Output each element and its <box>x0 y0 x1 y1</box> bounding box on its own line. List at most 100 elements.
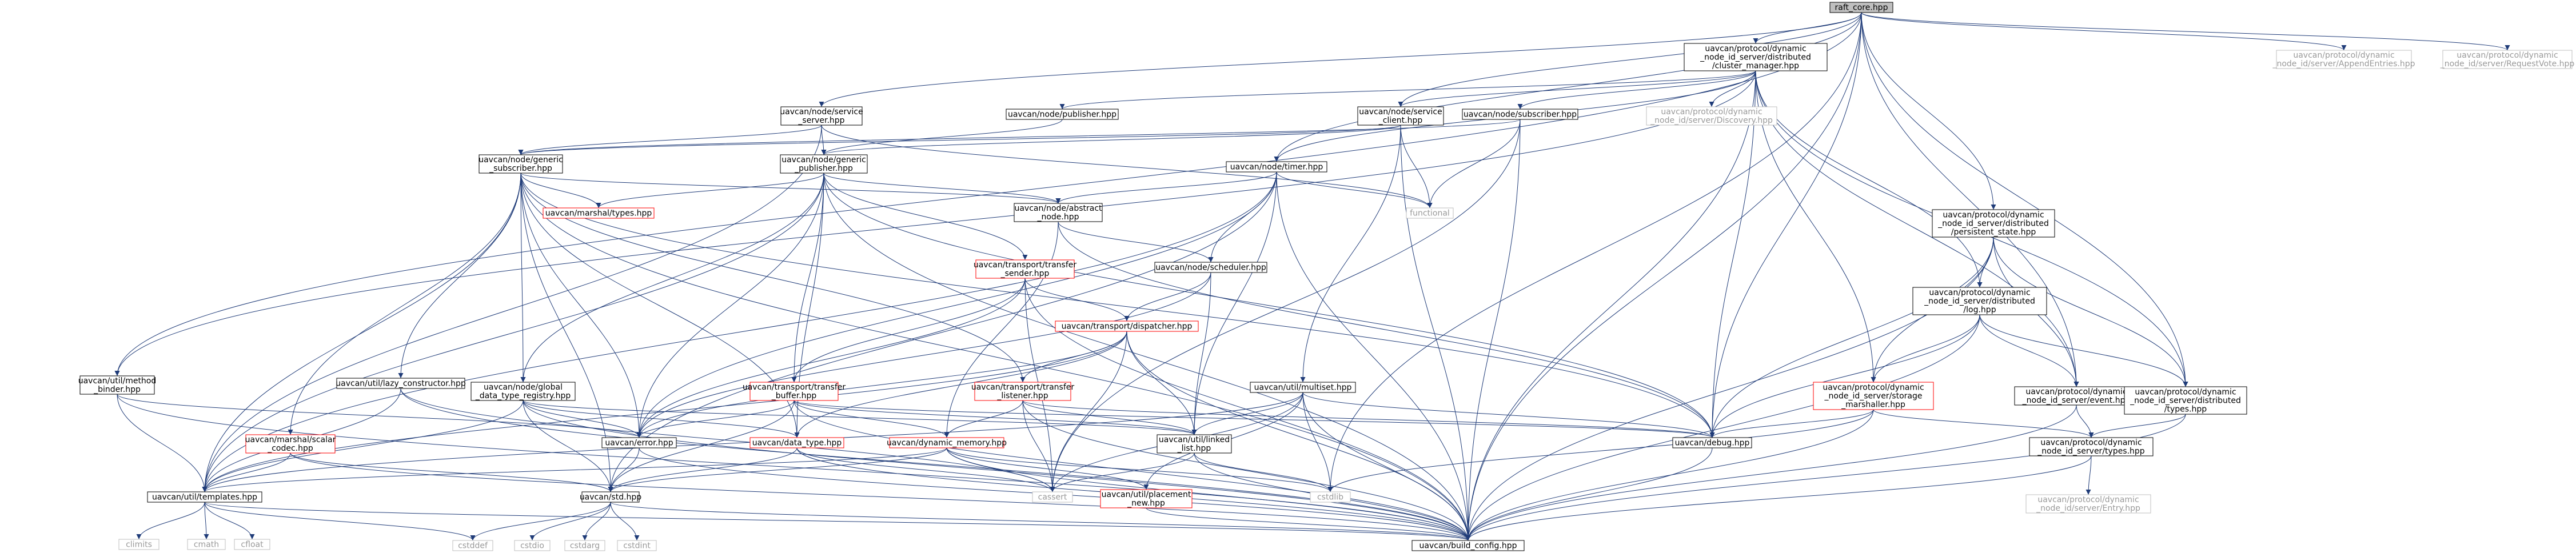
node-label: uavcan/util/method <box>78 376 157 386</box>
edge-service_client-to-multiset <box>1300 125 1401 383</box>
edge-raft_core-to-persistent_state <box>1861 12 1996 210</box>
node-abstract_node[interactable]: uavcan/node/abstract_node.hpp <box>1014 203 1103 222</box>
edge-timer-to-abstract_node <box>1055 171 1277 204</box>
edge-cluster_mgr-to-discovery <box>1709 70 1756 107</box>
node-service_server[interactable]: uavcan/node/service_server.hpp <box>780 106 863 126</box>
edge-scalar_codec-to-build_config <box>290 452 1471 541</box>
node-cstddef: cstddef <box>452 540 493 551</box>
node-cfloat: cfloat <box>234 539 270 550</box>
edge-multiset-to-debug <box>1302 392 1715 438</box>
node-global_dtr[interactable]: uavcan/node/global_data_type_registry.hp… <box>470 382 576 401</box>
node-dispatcher[interactable]: uavcan/transport/dispatcher.hpp <box>1055 320 1199 332</box>
node-cluster_mgr[interactable]: uavcan/protocol/dynamic_node_id_server/d… <box>1684 43 1828 71</box>
edge-method_binder-to-templates <box>117 394 208 492</box>
node-label: uavcan/protocol/dynamic <box>1823 383 1924 392</box>
edge-service_server-to-generic_publisher <box>821 125 827 155</box>
node-scheduler[interactable]: uavcan/node/scheduler.hpp <box>1154 262 1267 273</box>
node-label: _data_type_registry.hpp <box>475 391 571 400</box>
edge-multiset-to-cstdlib <box>1302 392 1333 492</box>
node-raft_core: raft_core.hpp <box>1829 2 1893 13</box>
node-label: _node_id_server/distributed <box>1937 219 2049 229</box>
node-generic_subscriber[interactable]: uavcan/node/generic_subscriber.hpp <box>478 154 563 174</box>
node-server_types[interactable]: uavcan/protocol/dynamic_node_id_server/t… <box>2029 437 2154 456</box>
node-box <box>1406 207 1454 219</box>
node-timer[interactable]: uavcan/node/timer.hpp <box>1226 161 1327 173</box>
node-lazy_constructor[interactable]: uavcan/util/lazy_constructor.hpp <box>336 378 466 389</box>
node-label: uavcan/node/service <box>780 107 863 117</box>
node-label: uavcan/util/linked <box>1159 435 1230 444</box>
node-placement_new[interactable]: uavcan/util/placement_new.hpp <box>1100 489 1193 508</box>
node-dynamic_memory[interactable]: uavcan/dynamic_memory.hpp <box>887 437 1007 448</box>
edge-dist_log-to-debug <box>1709 314 1980 438</box>
edge-linked_list-to-cstdlib <box>1194 452 1333 492</box>
node-build_config[interactable]: uavcan/build_config.hpp <box>1411 540 1525 551</box>
edge-server_types-to-entry <box>2085 455 2092 495</box>
edge-persistent_state-to-debug <box>1709 237 1994 438</box>
edge-generic_subscriber-to-error <box>520 173 642 438</box>
node-transfer_sender[interactable]: uavcan/transport/transfer_sender.hpp <box>974 259 1077 279</box>
node-label: uavcan/protocol/dynamic <box>2040 438 2142 447</box>
edge-dist_types-to-server_types <box>2088 414 2186 438</box>
node-box <box>1357 106 1444 126</box>
edge-subscriber-to-generic_subscriber <box>519 119 1521 155</box>
node-method_binder[interactable]: uavcan/util/method_binder.hpp <box>78 375 157 395</box>
node-box <box>2276 50 2412 69</box>
node-transfer_listener[interactable]: uavcan/transport/transfer_listener.hpp <box>971 382 1075 401</box>
node-dist_log[interactable]: uavcan/protocol/dynamic_node_id_server/d… <box>1912 287 2047 315</box>
node-box <box>749 437 844 448</box>
node-label: _list.hpp <box>1177 444 1211 453</box>
node-debug[interactable]: uavcan/debug.hpp <box>1672 437 1752 448</box>
node-label: uavcan/protocol/dynamic <box>2457 51 2558 60</box>
node-label: uavcan/node/abstract <box>1014 204 1102 213</box>
node-label: uavcan/protocol/dynamic <box>2293 51 2394 60</box>
node-label: _subscriber.hpp <box>489 164 552 173</box>
edge-cluster_mgr-to-subscriber <box>1517 70 1756 110</box>
edge-generic_publisher-to-error <box>636 173 824 438</box>
edge-std-to-cstdarg <box>582 502 611 541</box>
node-generic_publisher[interactable]: uavcan/node/generic_publisher.hpp <box>780 154 868 174</box>
edge-timer-to-build_config <box>1276 171 1471 541</box>
node-publisher[interactable]: uavcan/node/publisher.hpp <box>1006 109 1119 120</box>
node-error[interactable]: uavcan/error.hpp <box>601 437 677 448</box>
edge-dist_types-to-build_config <box>1465 414 2186 541</box>
node-label: uavcan/protocol/dynamic <box>1943 211 2044 220</box>
node-label: uavcan/protocol/dynamic <box>2037 495 2139 504</box>
node-dist_types[interactable]: uavcan/protocol/dynamic_node_id_server/d… <box>2124 386 2247 415</box>
node-templates[interactable]: uavcan/util/templates.hpp <box>147 491 262 503</box>
edge-cluster_mgr-to-build_config <box>1465 70 1756 541</box>
node-box <box>617 540 657 551</box>
node-box <box>564 540 605 551</box>
node-data_type[interactable]: uavcan/data_type.hpp <box>749 437 844 448</box>
edge-subscriber-to-cassert <box>1050 119 1521 492</box>
edge-method_binder-to-error <box>117 394 642 438</box>
node-label: _node_id_server/storage <box>1824 392 1923 401</box>
edge-service_server-to-templates <box>202 125 822 492</box>
node-label: uavcan/protocol/dynamic <box>2135 388 2236 397</box>
edge-templates-to-build_config <box>204 502 1470 541</box>
node-multiset[interactable]: uavcan/util/multiset.hpp <box>1250 382 1356 393</box>
node-box <box>1055 320 1199 332</box>
node-label: _node_id_server/distributed <box>2130 396 2241 406</box>
node-label: cstdint <box>623 542 651 551</box>
node-label: _node_id/server/Entry.hpp <box>2036 504 2140 513</box>
node-scalar_codec[interactable]: uavcan/marshal/scalar_codec.hpp <box>245 434 336 454</box>
node-label: _marshaller.hpp <box>1841 400 1905 410</box>
node-event[interactable]: uavcan/protocol/dynamic_node_id_server/e… <box>2014 386 2139 406</box>
node-subscriber[interactable]: uavcan/node/subscriber.hpp <box>1462 109 1578 120</box>
edge-raft_core-to-cstdlib <box>1327 12 1862 492</box>
node-std[interactable]: uavcan/std.hpp <box>580 491 641 503</box>
node-label: /types.hpp <box>2164 405 2207 414</box>
node-service_client[interactable]: uavcan/node/service_client.hpp <box>1357 106 1444 126</box>
edge-generic_subscriber-to-std <box>520 173 613 492</box>
node-persistent_state[interactable]: uavcan/protocol/dynamic_node_id_server/d… <box>1932 209 2055 238</box>
node-storage_marshaller[interactable]: uavcan/protocol/dynamic_node_id_server/s… <box>1813 382 1934 410</box>
node-linked_list[interactable]: uavcan/util/linked_list.hpp <box>1157 434 1232 454</box>
node-box <box>1157 434 1232 454</box>
edge-global_dtr-to-build_config <box>523 400 1471 541</box>
node-label: _node_id_server/types.hpp <box>2037 447 2145 456</box>
node-marshal_types[interactable]: uavcan/marshal/types.hpp <box>543 207 655 219</box>
node-transfer_buffer[interactable]: uavcan/transport/transfer_buffer.hpp <box>743 382 846 401</box>
node-label: uavcan/node/timer.hpp <box>1230 163 1323 172</box>
node-cassert: cassert <box>1032 491 1073 503</box>
